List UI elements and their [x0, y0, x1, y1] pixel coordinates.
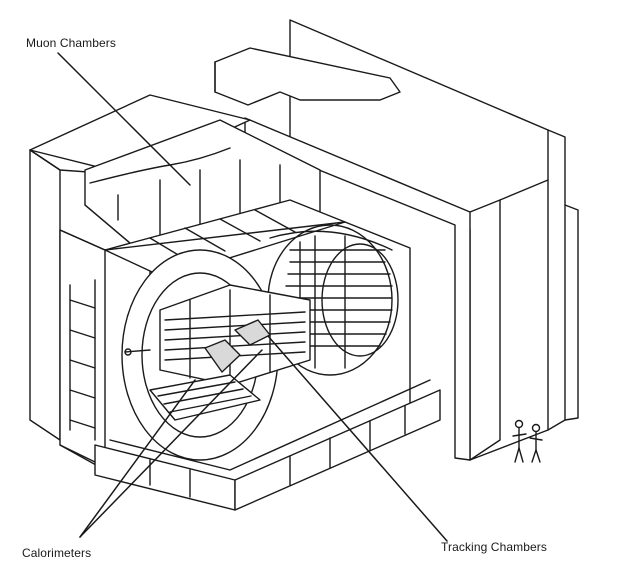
calorimeters-leader-line-2	[79, 349, 263, 538]
label-tracking-chambers: Tracking Chambers	[441, 540, 547, 554]
label-muon-chambers: Muon Chambers	[26, 36, 117, 50]
label-calorimeters: Calorimeters	[22, 546, 92, 560]
calorimeters-leader-line-1	[79, 379, 196, 538]
callout-lines	[57, 52, 448, 542]
upper-rear-slab	[214, 47, 401, 106]
inner-calorimeter-barrel	[159, 284, 311, 386]
lower-calorimeter-wedges	[149, 374, 261, 421]
tracking-leader-line	[267, 335, 448, 542]
base-support-structure	[59, 379, 441, 511]
front-yoke-frame	[59, 221, 411, 471]
muon-leader-line	[57, 52, 191, 186]
human-figures-scale	[512, 419, 543, 463]
